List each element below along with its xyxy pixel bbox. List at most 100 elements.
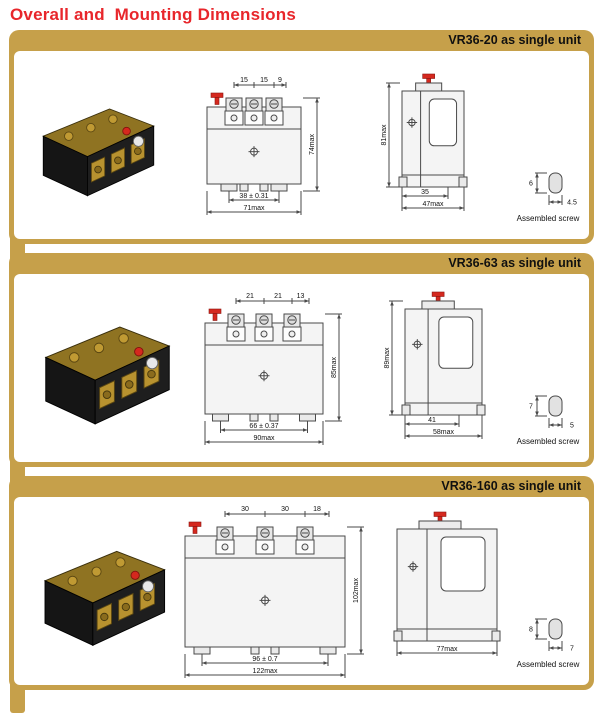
dim-label: 21	[246, 293, 254, 300]
screw-shape	[548, 395, 563, 417]
adjust-dial	[142, 580, 155, 593]
dim-label: 74max	[309, 133, 316, 155]
product-photo-image	[43, 550, 166, 646]
dim-label: 58max	[433, 429, 455, 436]
relay-photo	[42, 108, 155, 196]
screw-caption: Assembled screw	[516, 437, 580, 446]
dim-label: 4.5	[567, 200, 577, 207]
side-view-drawing: 77max	[387, 509, 509, 674]
product-photo	[22, 92, 156, 199]
assembled-screw-svg: 75	[529, 395, 574, 430]
dim-label: 6	[529, 181, 533, 188]
screw-caption: Assembled screw	[516, 660, 580, 669]
red-reset-button	[134, 346, 144, 357]
front-view-drawing: 21 21 13 85max 66 ± 0.37 90max	[193, 285, 359, 452]
side-view-svg: 77max	[393, 511, 501, 656]
product-photo	[22, 308, 172, 428]
dim-label: 77max	[436, 646, 458, 653]
front-view-drawing: 15 15 9 74max 38 ± 0.31 71max	[195, 69, 337, 222]
mounting-hole	[258, 369, 270, 381]
mounting-hole	[259, 594, 271, 606]
screw-dimensions: 64.5	[529, 172, 577, 207]
reset-screw	[208, 308, 221, 321]
dim-label: 89max	[384, 346, 391, 368]
product-photo	[22, 533, 167, 649]
side-dimensions: 77max	[396, 640, 498, 656]
dim-label: 81max	[381, 123, 388, 145]
relay-photo	[43, 550, 166, 646]
side-dimensions: 81max 35 47max	[381, 82, 465, 211]
page-title: Overall and Mounting Dimensions	[10, 5, 296, 24]
dim-label: 96 ± 0.7	[252, 656, 277, 663]
side-view-drawing: 81max 35 47max	[376, 71, 476, 220]
dim-label: 9	[278, 77, 282, 84]
mounting-hole	[412, 338, 423, 350]
dim-label: 47max	[422, 201, 444, 208]
mounting-hole	[407, 560, 419, 572]
front-body	[204, 308, 324, 421]
panel-vr36-63: VR36-63 as single unit 21 21 13 85max 66 ± 0…	[9, 253, 594, 467]
screw-dimensions: 87	[529, 618, 574, 653]
dim-label: 21	[274, 293, 282, 300]
panel-vr36-160: VR36-160 as single unit 30 30 18 102max 96 ±…	[9, 476, 594, 690]
assembled-screw-svg: 87	[529, 618, 574, 653]
side-body	[401, 291, 486, 415]
front-body	[184, 521, 346, 654]
dim-label: 38 ± 0.31	[239, 193, 268, 200]
dim-label: 15	[240, 77, 248, 84]
front-dimensions: 21 21 13 85max 66 ± 0.37 90max	[204, 293, 342, 445]
front-dimensions: 30 30 18 102max 96 ± 0.7 122max	[184, 506, 364, 678]
adjust-dial	[145, 356, 159, 370]
front-view-svg: 15 15 9 74max 38 ± 0.31 71max	[206, 77, 320, 215]
assembled-screw-svg: 64.5	[529, 172, 577, 207]
panel-title: VR36-63 as single unit	[448, 256, 581, 270]
dim-label: 13	[296, 293, 304, 300]
dim-label: 8	[529, 627, 533, 634]
side-view-svg: 81max 35 47max	[381, 73, 468, 211]
dim-label: 15	[260, 77, 268, 84]
dim-label: 102max	[353, 577, 360, 602]
dim-label: 71max	[243, 205, 265, 212]
front-view-svg: 30 30 18 102max 96 ± 0.7 122max	[184, 506, 364, 678]
product-photo-image	[42, 108, 155, 196]
dim-label: 90max	[253, 435, 275, 442]
adjust-dial	[132, 135, 144, 147]
front-dimensions: 15 15 9 74max 38 ± 0.31 71max	[206, 77, 320, 215]
dim-label: 5	[570, 423, 574, 430]
dim-label: 35	[421, 189, 429, 196]
product-photo-image	[44, 326, 171, 425]
screw-caption: Assembled screw	[516, 214, 580, 223]
dim-label: 30	[281, 506, 289, 513]
reset-screw	[210, 92, 224, 105]
front-view-svg: 21 21 13 85max 66 ± 0.37 90max	[204, 293, 342, 445]
dim-label: 122max	[253, 668, 278, 675]
screw-shape	[548, 618, 563, 640]
screw-shape	[548, 172, 563, 194]
red-reset-button	[122, 126, 131, 135]
dim-label: 66 ± 0.37	[249, 423, 278, 430]
panel-title: VR36-160 as single unit	[441, 479, 581, 493]
front-view-drawing: 30 30 18 102max 96 ± 0.7 122max	[173, 498, 381, 685]
red-reset-button	[130, 570, 140, 580]
panel-vr36-20: VR36-20 as single unit 15 15 9 74max 38 ± 0.…	[9, 30, 594, 244]
mounting-hole	[248, 145, 260, 157]
relay-photo	[44, 326, 171, 425]
dim-label: 7	[570, 646, 574, 653]
dim-label: 30	[241, 506, 249, 513]
dim-label: 18	[313, 506, 321, 513]
front-body	[206, 92, 302, 191]
mounting-hole	[406, 116, 418, 128]
dim-label: 7	[529, 404, 533, 411]
side-body	[393, 511, 501, 641]
screw-dimensions: 75	[529, 395, 574, 430]
dim-label: 85max	[331, 356, 338, 378]
panel-title: VR36-20 as single unit	[448, 33, 581, 47]
